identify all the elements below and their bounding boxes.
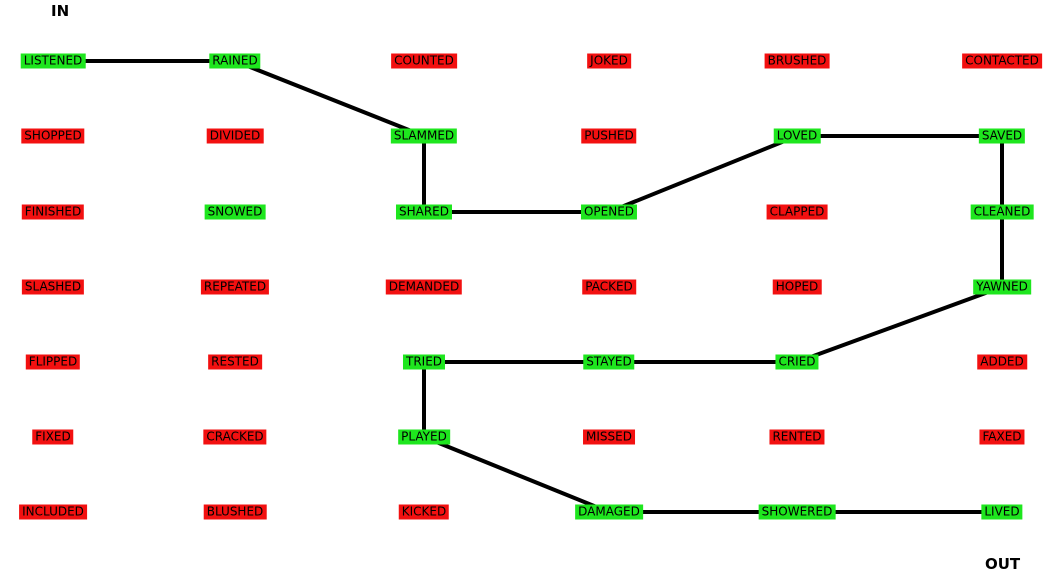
word-tile-faxed[interactable]: FAXED: [979, 429, 1025, 445]
exit-label: OUT: [985, 555, 1021, 573]
word-tile-counted[interactable]: COUNTED: [391, 53, 457, 69]
word-tile-lived[interactable]: LIVED: [981, 504, 1023, 520]
word-tile-cried[interactable]: CRIED: [775, 354, 819, 370]
word-tile-showered[interactable]: SHOWERED: [758, 504, 836, 520]
path-segment: [422, 435, 611, 514]
word-tile-missed[interactable]: MISSED: [583, 429, 635, 445]
word-tile-flipped[interactable]: FLIPPED: [25, 354, 81, 370]
path-segment: [607, 134, 799, 214]
path-segment: [795, 285, 1004, 364]
word-tile-listened[interactable]: LISTENED: [20, 53, 86, 69]
word-tile-rented[interactable]: RENTED: [769, 429, 825, 445]
word-tile-demanded[interactable]: DEMANDED: [385, 279, 463, 295]
word-tile-clapped[interactable]: CLAPPED: [766, 204, 828, 220]
word-tile-joked[interactable]: JOKED: [587, 53, 631, 69]
word-tile-cracked[interactable]: CRACKED: [203, 429, 267, 445]
word-tile-rested[interactable]: RESTED: [208, 354, 262, 370]
word-tile-rained[interactable]: RAINED: [209, 53, 261, 69]
word-tile-pushed[interactable]: PUSHED: [581, 128, 637, 144]
word-tile-cleaned[interactable]: CLEANED: [970, 204, 1034, 220]
word-tile-yawned[interactable]: YAWNED: [973, 279, 1031, 295]
word-tile-repeated[interactable]: REPEATED: [200, 279, 270, 295]
word-tile-shared[interactable]: SHARED: [395, 204, 453, 220]
word-tile-slammed[interactable]: SLAMMED: [390, 128, 458, 144]
word-tile-tried[interactable]: TRIED: [402, 354, 446, 370]
word-tile-played[interactable]: PLAYED: [398, 429, 450, 445]
path-segment: [233, 59, 426, 138]
word-tile-kicked[interactable]: KICKED: [398, 504, 450, 520]
word-tile-brushed[interactable]: BRUSHED: [764, 53, 830, 69]
word-tile-divided[interactable]: DIVIDED: [206, 128, 264, 144]
word-tile-added[interactable]: ADDED: [977, 354, 1027, 370]
word-tile-slashed[interactable]: SLASHED: [21, 279, 85, 295]
word-tile-stayed[interactable]: STAYED: [583, 354, 635, 370]
word-tile-blushed[interactable]: BLUSHED: [203, 504, 267, 520]
word-tile-loved[interactable]: LOVED: [773, 128, 821, 144]
word-tile-packed[interactable]: PACKED: [582, 279, 636, 295]
word-tile-contacted[interactable]: CONTACTED: [962, 53, 1042, 69]
word-tile-opened[interactable]: OPENED: [580, 204, 638, 220]
entry-label: IN: [51, 2, 70, 20]
word-tile-hoped[interactable]: HOPED: [772, 279, 822, 295]
word-tile-included[interactable]: INCLUDED: [19, 504, 87, 520]
word-tile-shopped[interactable]: SHOPPED: [21, 128, 85, 144]
word-tile-snowed[interactable]: SNOWED: [204, 204, 266, 220]
word-tile-finished[interactable]: FINISHED: [21, 204, 85, 220]
word-tile-fixed[interactable]: FIXED: [32, 429, 74, 445]
word-tile-damaged[interactable]: DAMAGED: [575, 504, 643, 520]
word-tile-saved[interactable]: SAVED: [978, 128, 1026, 144]
